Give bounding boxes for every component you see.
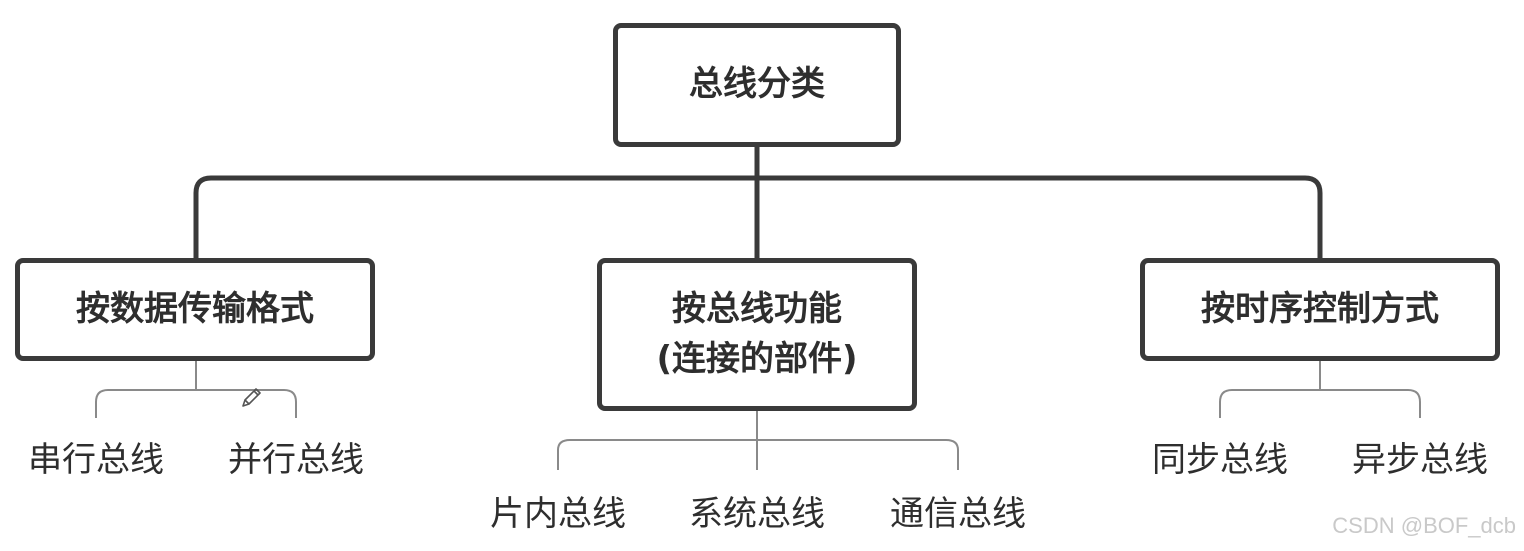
leaf-sync-bus: 同步总线 xyxy=(1152,440,1288,480)
category-timing-label: 按时序控制方式 xyxy=(1201,288,1439,329)
leaf-parallel-bus: 并行总线 xyxy=(228,440,364,480)
pencil-icon xyxy=(242,388,261,407)
leaf-serial-bus: 串行总线 xyxy=(28,440,164,480)
leaf-async-bus: 异步总线 xyxy=(1352,440,1488,480)
category-function-label: 按总线功能 xyxy=(672,289,842,330)
root-node: 总线分类 xyxy=(613,23,901,147)
leaf-system-bus: 系统总线 xyxy=(689,494,825,534)
brace-timing xyxy=(1219,358,1421,418)
category-format-label: 按数据传输格式 xyxy=(76,288,314,329)
root-node-label: 总线分类 xyxy=(689,64,825,105)
brace-format xyxy=(95,358,297,418)
category-node-format: 按数据传输格式 xyxy=(15,258,375,361)
leaf-communication-bus: 通信总线 xyxy=(890,494,1026,534)
leaf-onchip-bus: 片内总线 xyxy=(490,494,626,534)
category-function-sublabel: (连接的部件) xyxy=(656,338,858,379)
branch-bar-line xyxy=(193,175,1323,262)
category-node-function: 按总线功能 (连接的部件) xyxy=(597,258,917,411)
watermark-text: CSDN @BOF_dcb xyxy=(1332,513,1516,538)
brace-function xyxy=(557,410,959,470)
category-node-timing: 按时序控制方式 xyxy=(1140,258,1500,361)
